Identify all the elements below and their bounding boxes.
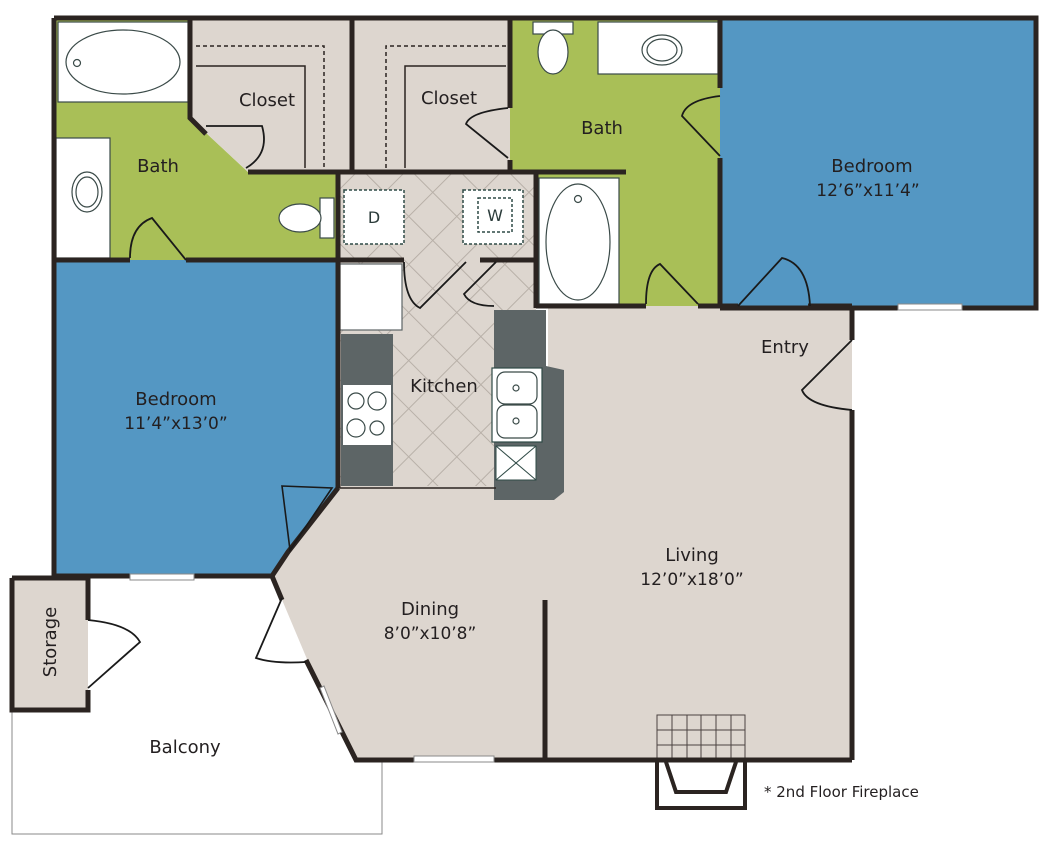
- storage-label: Storage: [40, 607, 61, 677]
- bedroom-right-label: Bedroom: [831, 156, 912, 177]
- bathtub-left: [57, 21, 189, 103]
- sink-right-bath: [597, 21, 719, 75]
- dining-dimensions: 8’0”x10’8”: [384, 624, 477, 644]
- kitchen-label: Kitchen: [410, 376, 478, 397]
- washer: W: [462, 189, 524, 245]
- sink-left-bath: [55, 137, 111, 259]
- bedroom-left-floor: [56, 260, 336, 576]
- doors: [87, 95, 853, 689]
- toilet-right-bath: [532, 21, 574, 75]
- bedroom-left-label: Bedroom: [135, 389, 216, 410]
- balcony-label: Balcony: [149, 737, 221, 758]
- walls: [9, 15, 1039, 763]
- bath-left-label: Bath: [137, 156, 179, 177]
- living-dimensions: 12’0”x18’0”: [640, 570, 743, 590]
- bedroom-right-floor: [720, 18, 1034, 306]
- refrigerator: [339, 263, 403, 331]
- closet-center-label: Closet: [421, 88, 477, 109]
- entry-label: Entry: [761, 337, 809, 358]
- bathtub-right: [538, 177, 620, 305]
- dryer-label: D: [368, 208, 380, 227]
- kitchen-counter-right: [491, 310, 564, 500]
- bedroom-left-dimensions: 11’4”x13’0”: [124, 414, 227, 434]
- bath-right-label: Bath: [581, 118, 623, 139]
- windows: [129, 303, 963, 763]
- washer-label: W: [487, 206, 503, 225]
- storage-floor: [12, 578, 88, 710]
- fireplace-note: * 2nd Floor Fireplace: [764, 783, 919, 801]
- closet-left-label: Closet: [239, 90, 295, 111]
- bedroom-right-dimensions: 12’6”x11’4”: [816, 181, 919, 201]
- dryer: D: [343, 189, 405, 245]
- kitchen-counter-left: [341, 334, 393, 486]
- closet-shelves: [196, 45, 506, 168]
- living-dining-floor: [272, 306, 852, 760]
- closet-left-floor: [190, 20, 352, 172]
- dining-label: Dining: [401, 599, 459, 620]
- toilet-left-bath: [278, 197, 335, 239]
- living-label: Living: [665, 545, 719, 566]
